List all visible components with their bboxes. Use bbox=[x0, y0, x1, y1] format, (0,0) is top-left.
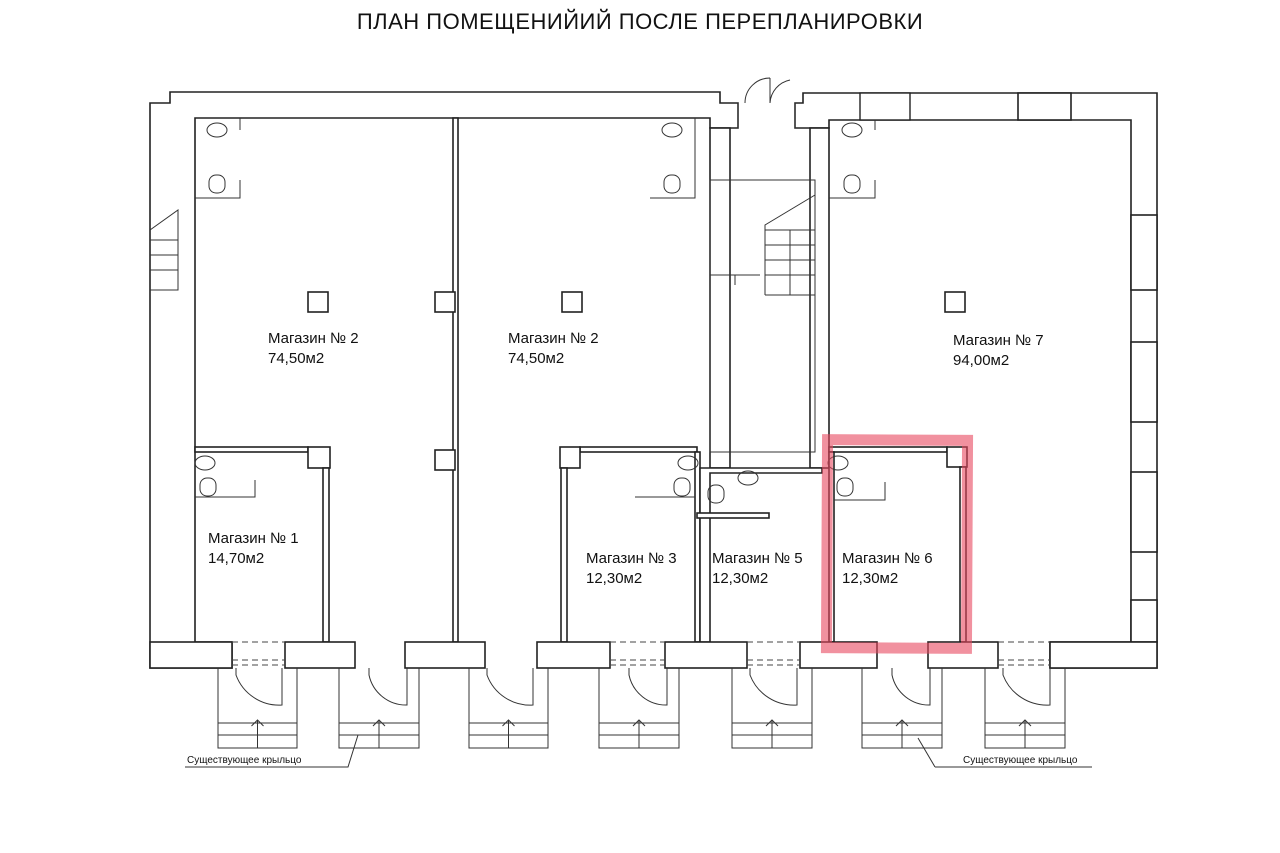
stairwell bbox=[709, 179, 816, 453]
column bbox=[944, 291, 966, 313]
bottom-wall-segment bbox=[536, 641, 611, 669]
room-name: Магазин № 5 bbox=[712, 550, 803, 567]
bottom-wall-segment bbox=[664, 641, 748, 669]
walls bbox=[149, 77, 1158, 669]
bottom-wall-segment bbox=[1049, 641, 1158, 669]
arrow-up-icon bbox=[632, 719, 646, 748]
porch bbox=[731, 668, 813, 749]
room-name: Магазин № 2 bbox=[508, 330, 599, 347]
staircase-left bbox=[149, 209, 179, 291]
porches bbox=[217, 668, 1066, 749]
door-swing bbox=[1002, 668, 1051, 706]
arrow-up-icon bbox=[765, 719, 779, 748]
room-area: 74,50м2 bbox=[508, 350, 564, 367]
toilet-icon bbox=[663, 174, 681, 194]
fixtures bbox=[194, 122, 863, 504]
arrow-up-icon bbox=[372, 719, 386, 748]
porch bbox=[338, 668, 420, 749]
porch bbox=[861, 668, 943, 749]
shop1-top-wall bbox=[194, 446, 309, 453]
arrow-up-icon bbox=[251, 719, 264, 748]
sink-icon bbox=[841, 122, 863, 138]
door-opening bbox=[610, 641, 665, 666]
bottom-wall-segment bbox=[149, 641, 233, 669]
shop6-top-wall bbox=[828, 446, 948, 453]
stairwell-wall-left bbox=[709, 127, 731, 469]
top-wall-left bbox=[149, 91, 739, 669]
bottom-wall bbox=[149, 641, 1158, 669]
shop3-left-wall bbox=[560, 467, 568, 643]
sink-icon bbox=[737, 470, 759, 486]
toilet-icon bbox=[208, 174, 226, 194]
column bbox=[434, 449, 456, 471]
door-swing bbox=[368, 668, 408, 706]
arrow-up-icon bbox=[502, 719, 515, 748]
leader-line bbox=[917, 737, 1092, 768]
windows bbox=[1017, 92, 1158, 643]
bottom-wall-segment bbox=[284, 641, 356, 669]
highlight-shop6[interactable] bbox=[820, 434, 974, 654]
porch bbox=[598, 668, 680, 749]
room-area: 14,70м2 bbox=[208, 550, 264, 567]
room-name: Магазин № 3 bbox=[586, 550, 677, 567]
wc-wall bbox=[195, 480, 256, 498]
sink-icon bbox=[194, 455, 216, 471]
hatched-block bbox=[859, 92, 911, 121]
door-swing bbox=[628, 668, 668, 706]
entrance-door bbox=[737, 77, 796, 128]
column bbox=[559, 446, 581, 469]
staircase bbox=[710, 194, 816, 296]
door-swing bbox=[235, 668, 283, 706]
room-name: Магазин № 2 bbox=[268, 330, 359, 347]
bottom-wall-segment bbox=[404, 641, 486, 669]
plan-title: ПЛАН ПОМЕЩЕНИЙИЙ ПОСЛЕ ПЕРЕПЛАНИРОВКИ bbox=[356, 9, 924, 34]
wc-wall bbox=[195, 118, 241, 199]
room-area: 74,50м2 bbox=[268, 350, 324, 367]
door-opening bbox=[747, 641, 800, 666]
arrow-up-icon bbox=[1018, 719, 1032, 748]
room-name: Магазин № 1 bbox=[208, 530, 299, 547]
porch bbox=[217, 668, 298, 749]
leader-line bbox=[185, 734, 359, 768]
column bbox=[307, 446, 331, 469]
toilet-icon bbox=[707, 484, 725, 504]
arrow-up-icon bbox=[895, 719, 909, 748]
toilet-icon bbox=[199, 477, 217, 497]
shop3-top-wall bbox=[579, 446, 698, 453]
porch-note: Существующее крыльцо bbox=[187, 755, 302, 766]
porch bbox=[468, 668, 549, 749]
room-name: Магазин № 7 bbox=[953, 332, 1044, 349]
sink-icon bbox=[677, 455, 699, 471]
door-swing bbox=[891, 668, 931, 706]
door-swing bbox=[486, 668, 534, 706]
wc-wall bbox=[650, 118, 696, 199]
door-opening bbox=[998, 641, 1050, 666]
room-area: 94,00м2 bbox=[953, 352, 1009, 369]
room-area: 12,30м2 bbox=[712, 570, 768, 587]
column bbox=[307, 291, 329, 313]
toilet-icon bbox=[836, 477, 854, 497]
porch-note: Существующее крыльцо bbox=[963, 755, 1078, 766]
wc-wall bbox=[696, 512, 770, 519]
room-name: Магазин № 6 bbox=[842, 550, 933, 567]
room-area: 12,30м2 bbox=[586, 570, 642, 587]
door-opening bbox=[232, 641, 285, 666]
room-area: 12,30м2 bbox=[842, 570, 898, 587]
wc-wall bbox=[829, 120, 876, 199]
toilet-icon bbox=[673, 477, 691, 497]
door-swing bbox=[749, 668, 798, 706]
column bbox=[434, 291, 456, 313]
sink-icon bbox=[206, 122, 228, 138]
shop1-right-wall bbox=[322, 467, 330, 643]
stairwell-wall-right bbox=[809, 127, 830, 469]
porch bbox=[984, 668, 1066, 749]
partition-wall bbox=[452, 117, 459, 643]
sink-icon bbox=[661, 122, 683, 138]
column bbox=[561, 291, 583, 313]
wc-wall bbox=[834, 482, 886, 501]
toilet-icon bbox=[843, 174, 861, 194]
